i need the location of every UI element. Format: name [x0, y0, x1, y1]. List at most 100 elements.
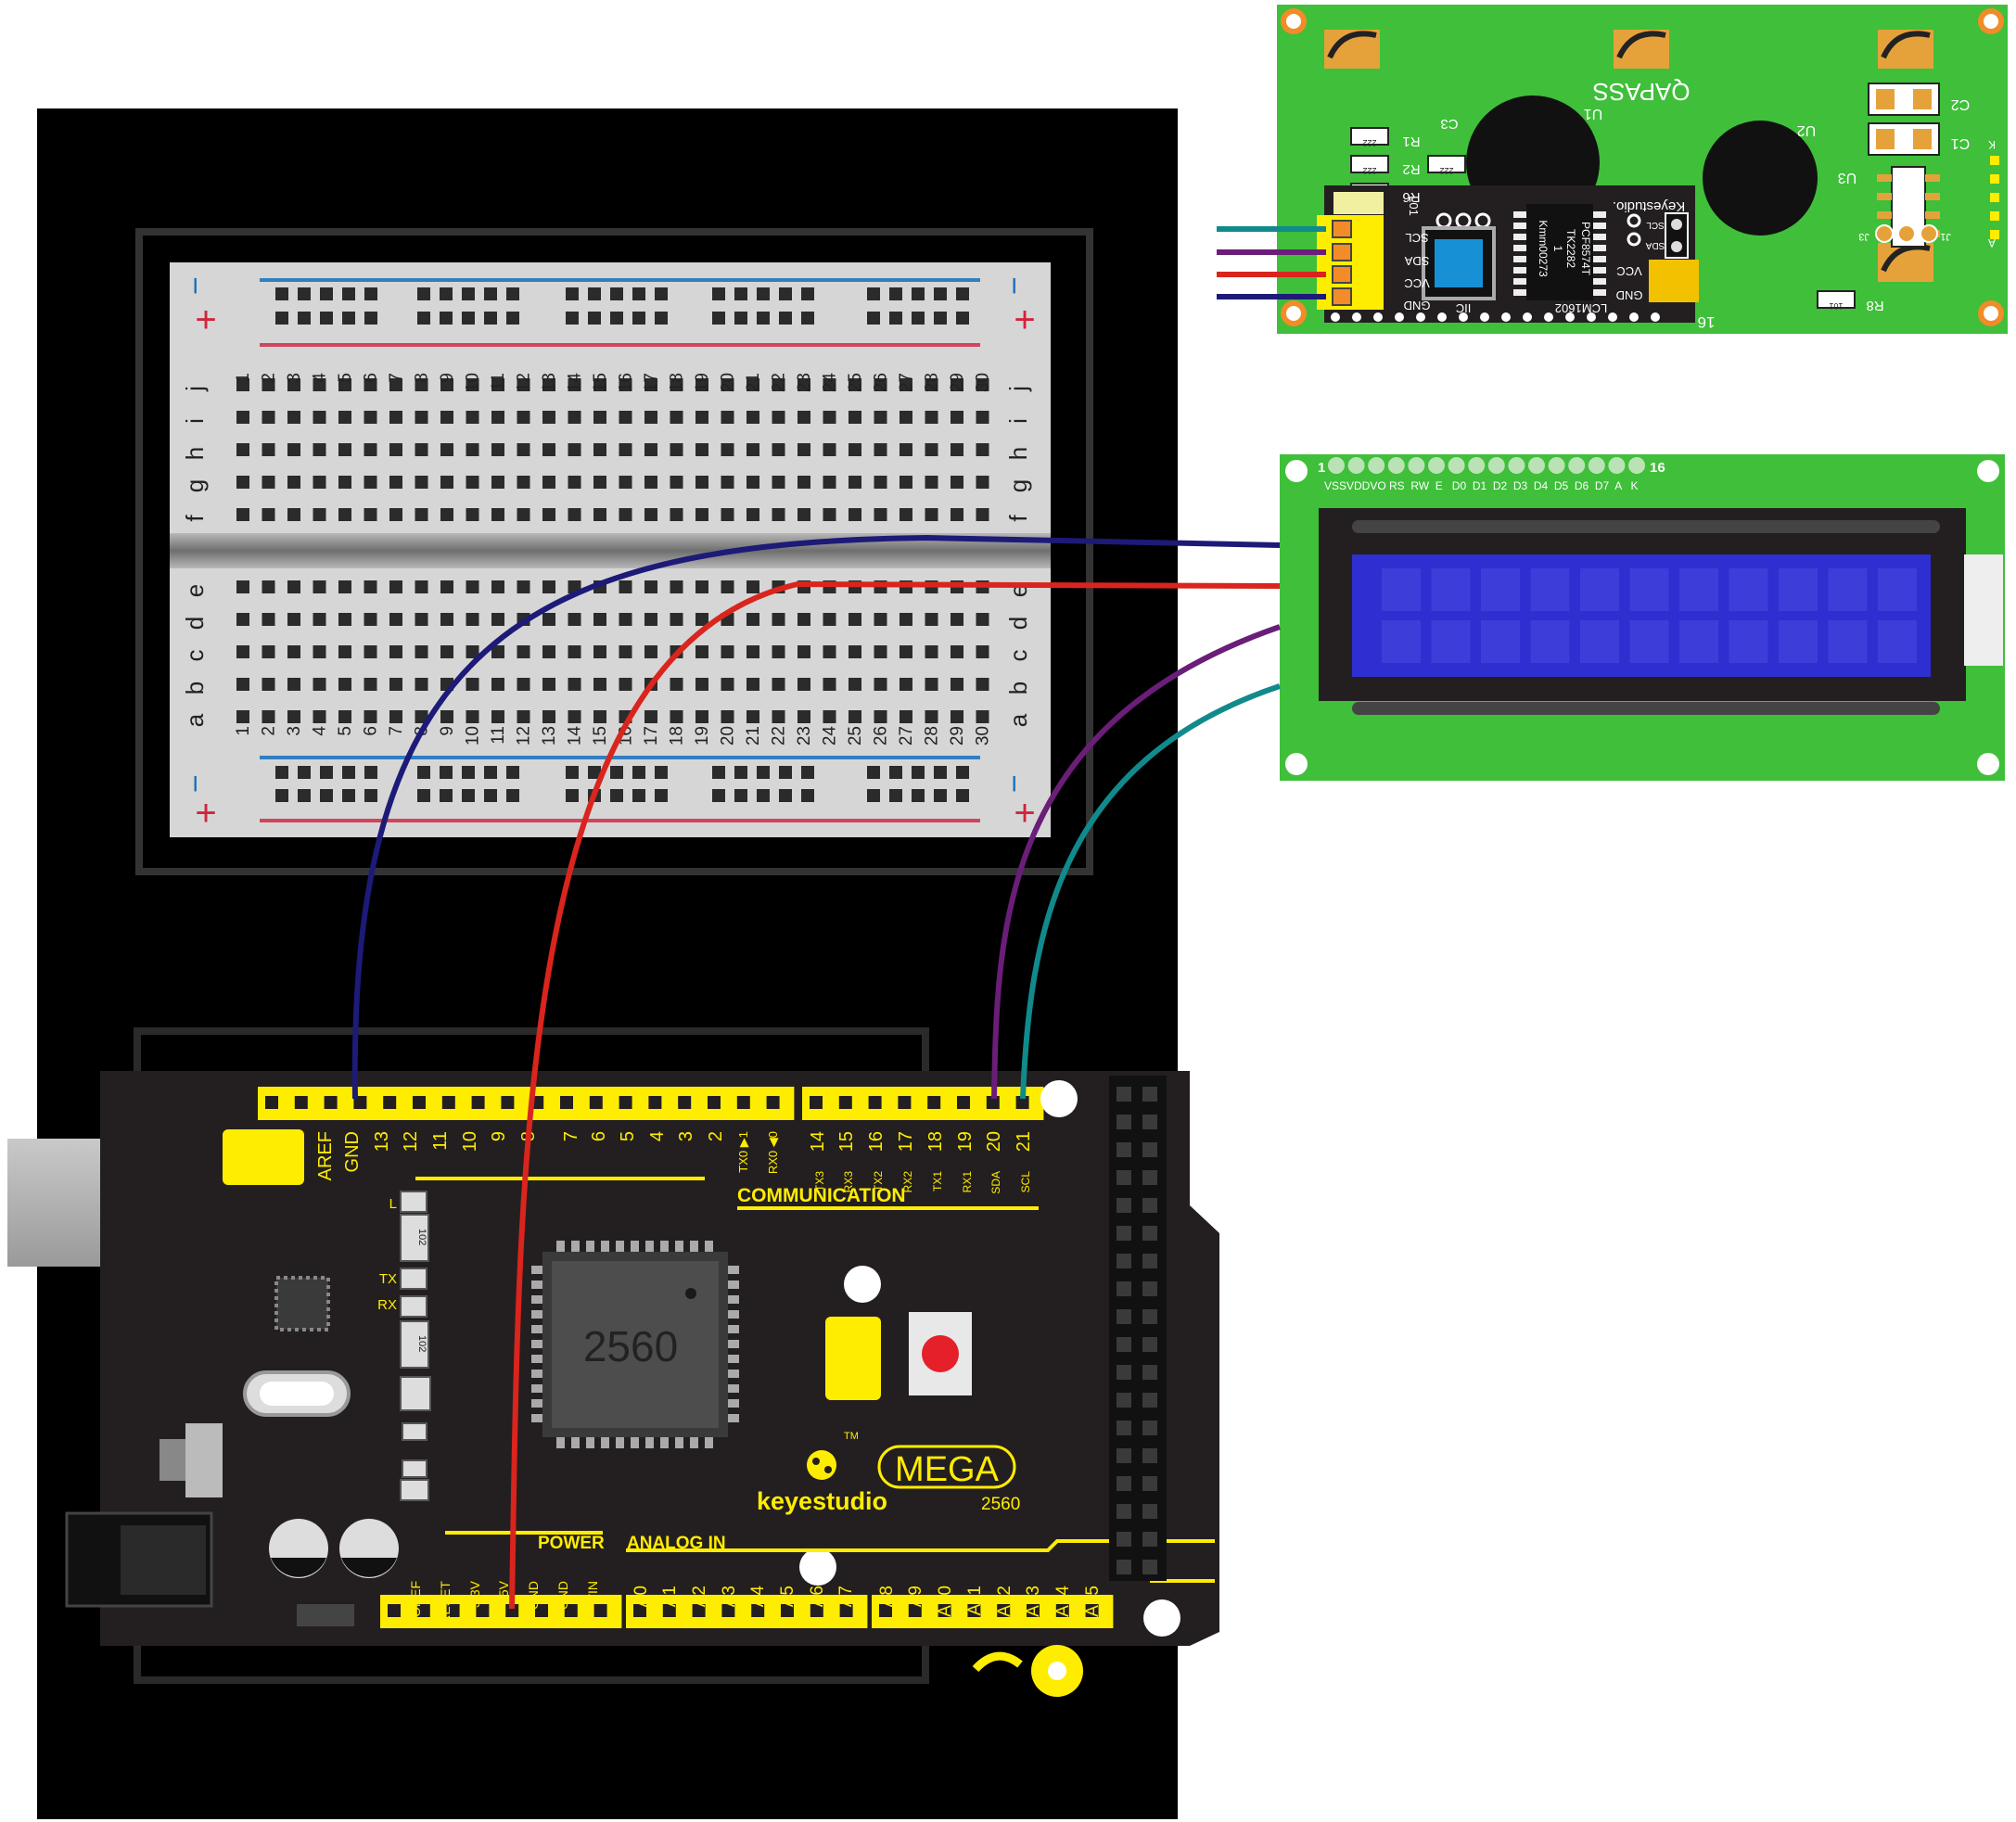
power-pin-label: VIN: [585, 1581, 600, 1602]
column-number-top: 14: [566, 373, 585, 393]
i2c-labels: SCLSDAVCCGNDKeyestudio.SCLSDAVCCGNDPCF85…: [1362, 78, 1996, 331]
breadboard-hole: [823, 443, 836, 456]
lcd-pin-pad: [1568, 457, 1586, 474]
rail-hole: [734, 312, 747, 325]
breadboard-hole: [849, 476, 861, 489]
lcd-pin-pad: [1347, 457, 1365, 474]
digital-header-left-pin: [501, 1096, 515, 1109]
breadboard-hole: [849, 678, 861, 691]
u3-pin: [1877, 193, 1892, 200]
breadboard-hole: [517, 645, 530, 658]
rail-hole: [462, 287, 475, 300]
label-c2: C2: [1951, 96, 1971, 112]
rail-hole: [655, 312, 668, 325]
breadboard-hole: [976, 508, 989, 521]
digital-header-left-pin: [441, 1096, 455, 1109]
digital-pin-label: 5: [618, 1131, 638, 1141]
rail-hole: [956, 287, 969, 300]
edge-pad: [1990, 193, 1999, 202]
breadboard-hole: [542, 411, 555, 424]
pcf-pin: [1513, 278, 1526, 285]
lcd-character-cell: [1828, 568, 1868, 611]
digital-header-left-pin: [648, 1096, 662, 1109]
rail-hole: [566, 766, 579, 779]
breadboard-hole: [542, 710, 555, 723]
column-number-bottom: 4: [311, 726, 330, 736]
smd-component: [402, 1459, 427, 1478]
digital-pin-label: 4: [647, 1131, 668, 1141]
resistor-code: 222: [1439, 166, 1453, 175]
rail-hole: [889, 789, 902, 802]
rail-hole: [889, 312, 902, 325]
breadboard-hole: [619, 378, 632, 391]
analog-pin-label: A7: [836, 1586, 856, 1607]
breadboard-hole: [695, 580, 708, 593]
breadboard-hole: [925, 443, 938, 456]
rail-hole: [889, 287, 902, 300]
breadboard-hole: [542, 580, 555, 593]
breadboard-hole: [389, 645, 402, 658]
i2c-pin: [1332, 265, 1352, 284]
pcf-pin: [1513, 245, 1526, 251]
lcd-character-cell: [1431, 568, 1471, 611]
rail-minus: −: [178, 276, 213, 295]
rail-hole: [757, 789, 770, 802]
analog-header-right-pin: [879, 1604, 892, 1617]
lcd-bus-pin: [1651, 312, 1660, 322]
lcd-pin-pad: [1528, 457, 1545, 474]
lcd-pin-pad: [1428, 457, 1445, 474]
rail-hole: [440, 287, 453, 300]
rail-hole: [734, 287, 747, 300]
column-number-top: 28: [923, 373, 942, 392]
breadboard-hole: [772, 378, 785, 391]
analog-header-right-pin: [967, 1604, 981, 1617]
contrast-jumper[interactable]: [1649, 260, 1699, 302]
smd-component: [402, 1422, 427, 1441]
digital-header-right: [802, 1087, 1044, 1120]
breadboard-hole: [338, 710, 351, 723]
reset-button[interactable]: [922, 1335, 959, 1372]
led-label: L: [389, 1196, 397, 1212]
potentiometer[interactable]: [1435, 239, 1483, 287]
lcd-character-cell: [1530, 620, 1570, 663]
breadboard-hole: [262, 580, 275, 593]
rail-hole: [610, 312, 623, 325]
pcf-pin: [1513, 234, 1526, 240]
breadboard-hole: [874, 678, 887, 691]
rail-hole: [440, 766, 453, 779]
double-header-pin: [1116, 1170, 1131, 1185]
breadboard-hole: [287, 645, 300, 658]
breadboard-hole: [568, 378, 581, 391]
pad-wire: [1881, 31, 1931, 59]
rail-hole: [934, 287, 947, 300]
rail-minus: −: [997, 276, 1032, 295]
breadboard-hole: [236, 378, 249, 391]
double-header-pin: [1116, 1365, 1131, 1380]
column-number-bottom: 3: [285, 726, 304, 736]
double-header-pin: [1142, 1337, 1157, 1352]
analog-header-left-pin: [633, 1604, 646, 1617]
label-r2: R2: [1402, 161, 1420, 177]
power-header-pin: [505, 1604, 519, 1617]
lcd-character-cells: [1382, 568, 1917, 663]
rail-hole: [712, 312, 725, 325]
breadboard-hole: [772, 645, 785, 658]
breadboard-hole: [670, 378, 683, 391]
breadboard-hole: [262, 378, 275, 391]
lcd-bus-pin: [1608, 312, 1617, 322]
mirrored-logo: QAPASS: [1592, 78, 1690, 106]
via: [1627, 213, 1641, 228]
lcd-character-cell: [1629, 620, 1669, 663]
double-header-pin: [1116, 1476, 1131, 1491]
row-letter-left: a: [181, 713, 209, 727]
breadboard-hole: [797, 678, 810, 691]
capacitor-pad: [1913, 129, 1932, 149]
breadboard-hole: [415, 710, 428, 723]
digital-header-right-pin: [927, 1096, 941, 1109]
lcd-character-cell: [1779, 568, 1818, 611]
breadboard-hole: [823, 476, 836, 489]
lcd-pin-pad: [1368, 457, 1385, 474]
led-label: TX: [379, 1271, 397, 1287]
digital-header-right-pin: [986, 1096, 1000, 1109]
breadboard-hole: [568, 613, 581, 626]
